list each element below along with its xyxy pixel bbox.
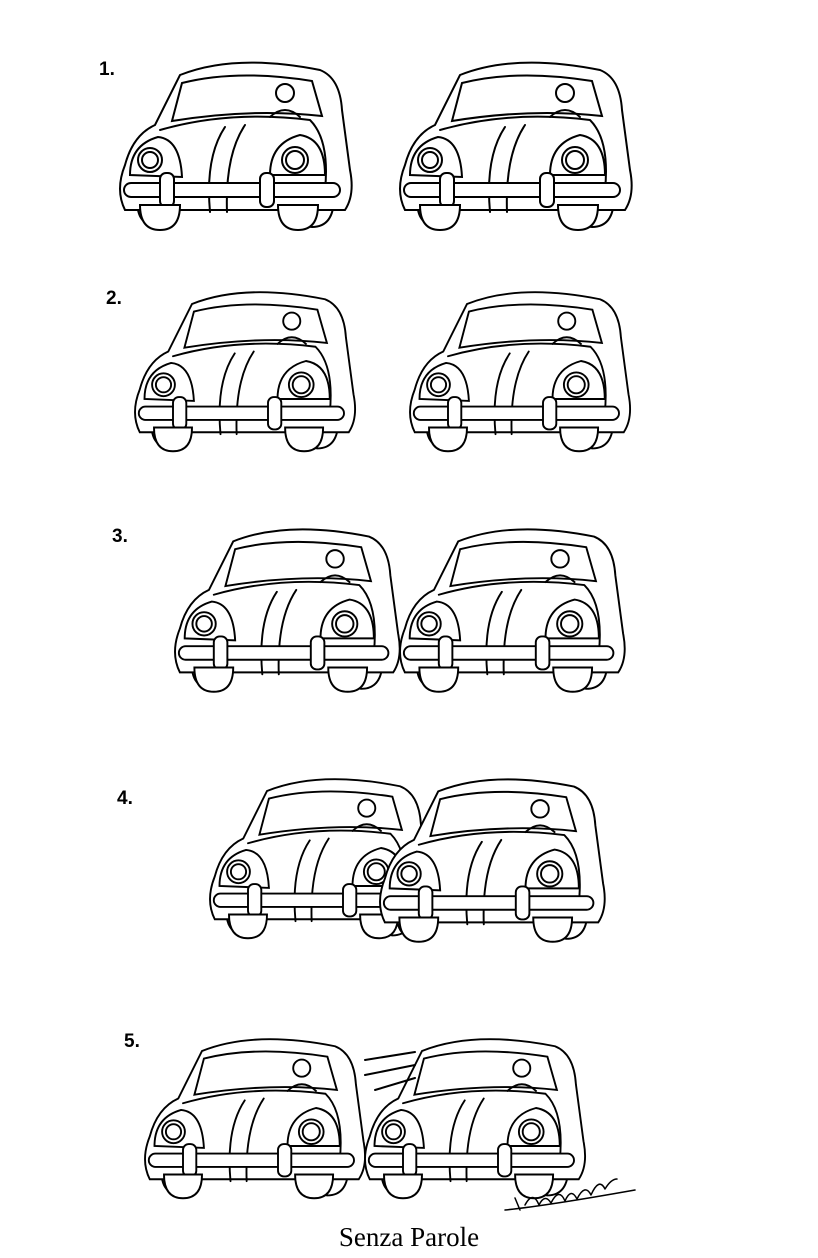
panel-number-2: 2.	[106, 288, 122, 309]
car-right	[399, 61, 633, 231]
artist-signature	[504, 1178, 636, 1211]
comic-title: Senza Parole	[338, 1222, 480, 1252]
panel-number-3: 3.	[112, 526, 128, 547]
car-left	[134, 291, 357, 453]
panel-1	[119, 61, 633, 231]
car-left	[144, 1038, 367, 1200]
car-right	[364, 1038, 587, 1200]
panel-2	[134, 291, 632, 453]
panel-number-1: 1.	[99, 59, 115, 80]
panel-number-4: 4.	[117, 788, 133, 809]
car-left	[119, 61, 353, 231]
car-right	[409, 291, 632, 453]
panel-4	[209, 778, 606, 943]
panel-5	[144, 1038, 587, 1200]
car-right	[399, 528, 626, 693]
speed-lines	[364, 1051, 416, 1091]
car-left	[174, 528, 401, 693]
panel-3	[174, 528, 626, 693]
panel-number-5: 5.	[124, 1031, 140, 1052]
